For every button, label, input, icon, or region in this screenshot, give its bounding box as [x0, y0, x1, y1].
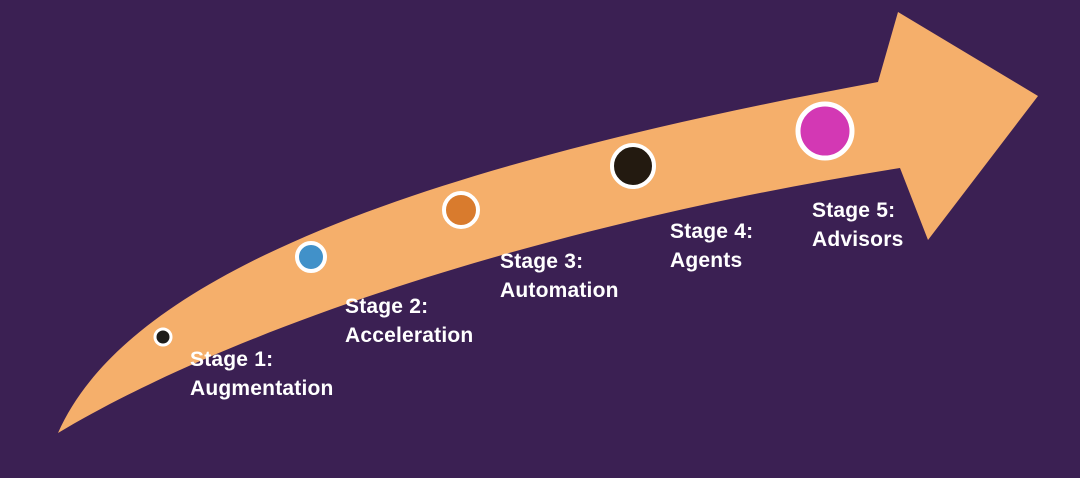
stage-4-title: Stage 4: — [670, 220, 754, 243]
stage-2-dot — [295, 241, 327, 273]
stage-2-name: Acceleration — [345, 324, 474, 347]
stage-3-name: Automation — [500, 279, 619, 302]
stage-2-title: Stage 2: — [345, 295, 429, 318]
stage-1-name: Augmentation — [190, 377, 334, 400]
growth-arrow — [58, 12, 1038, 433]
stage-4-dot — [610, 143, 656, 189]
stage-5-name: Advisors — [812, 228, 904, 251]
stage-1-title: Stage 1: — [190, 348, 274, 371]
stage-4-label: Stage 4: Agents — [670, 217, 753, 275]
stage-3-label: Stage 3: Automation — [500, 247, 619, 305]
stage-3-dot — [442, 191, 480, 229]
stage-2-label: Stage 2: Acceleration — [345, 292, 473, 350]
stage-5-dot — [795, 101, 855, 161]
stage-3-title: Stage 3: — [500, 250, 584, 273]
stage-5-title: Stage 5: — [812, 199, 896, 222]
stage-4-name: Agents — [670, 249, 743, 272]
stage-1-label: Stage 1: Augmentation — [190, 345, 334, 403]
stage-1-dot — [153, 327, 173, 347]
stage-5-label: Stage 5: Advisors — [812, 196, 903, 254]
